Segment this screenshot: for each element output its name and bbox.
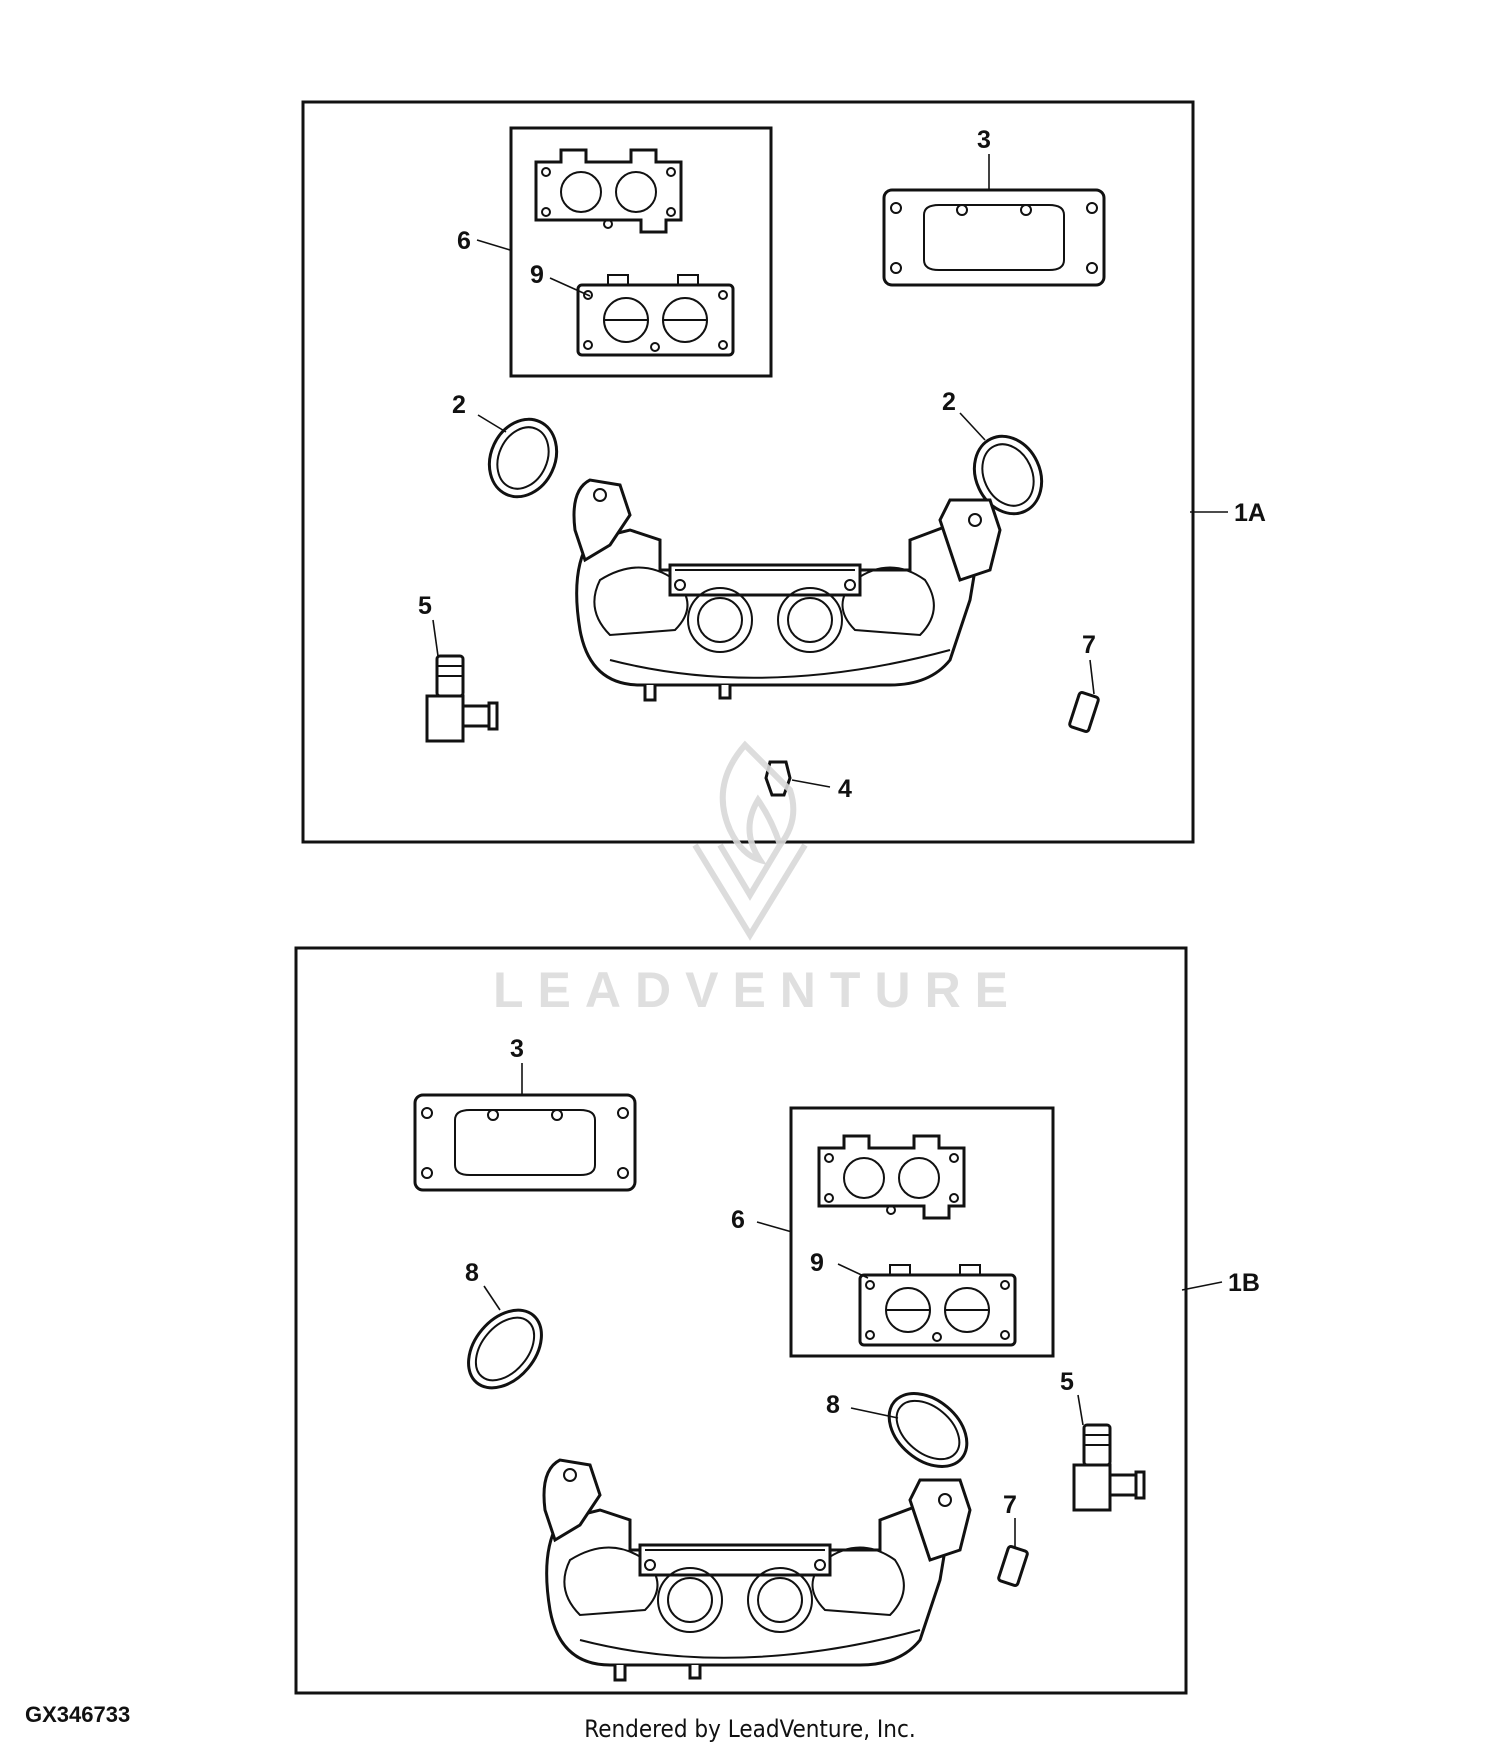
gasket-plain-1b: [858, 1263, 1017, 1347]
callout-5-1a: 5: [418, 592, 432, 620]
gasket-kit-1a: [534, 148, 683, 234]
callout-4-1a: 4: [838, 775, 852, 803]
cover-gasket-1a: [882, 188, 1106, 287]
callout-8-left-1b: 8: [465, 1259, 479, 1287]
ring-right-1b: [887, 1392, 969, 1468]
ring-left-1b: [467, 1308, 543, 1390]
gasket-kit-1b: [817, 1134, 966, 1220]
callout-2-left-1a: 2: [452, 391, 466, 419]
panel-1a-frame: [301, 100, 1195, 844]
intake-manifold-1b: [542, 1458, 972, 1682]
callout-6-1b: 6: [731, 1206, 745, 1234]
panel-label-1a: 1A: [1234, 499, 1266, 527]
pin-1b: [997, 1545, 1029, 1587]
pin-1a: [1068, 691, 1100, 733]
panel-1a: 6 9 3 2 2 1A 5 7 4: [301, 100, 1266, 844]
callout-5-1b: 5: [1060, 1368, 1074, 1396]
callout-3-1a: 3: [977, 126, 991, 154]
callout-9-1a: 9: [530, 261, 544, 289]
watermark-brand: LEADVENTURE: [493, 962, 1022, 1018]
elbow-fitting-1a: [425, 654, 499, 743]
leadventure-watermark: LEADVENTURE: [493, 740, 1022, 1018]
cover-gasket-1b: [413, 1093, 637, 1192]
callout-7-1a: 7: [1082, 631, 1096, 659]
callout-8-right-1b: 8: [826, 1391, 840, 1419]
elbow-fitting-1b: [1072, 1423, 1146, 1512]
figure-id: GX346733: [25, 1702, 130, 1727]
gasket-plain-1a: [576, 273, 735, 357]
callout-9-1b: 9: [810, 1249, 824, 1277]
panel-label-1b: 1B: [1228, 1269, 1260, 1297]
intake-manifold-1a: [572, 478, 1002, 702]
panel-1b: 3 6 9 8 8 1B 5 7: [294, 946, 1260, 1695]
callout-6-1a: 6: [457, 227, 471, 255]
gasket-kit-1a-box: [509, 126, 773, 378]
rendered-by: Rendered by LeadVenture, Inc.: [584, 1715, 915, 1743]
panel-1b-frame: [294, 946, 1188, 1695]
callout-2-right-1a: 2: [942, 388, 956, 416]
callout-7-1b: 7: [1003, 1491, 1017, 1519]
callout-3-1b: 3: [510, 1035, 524, 1063]
